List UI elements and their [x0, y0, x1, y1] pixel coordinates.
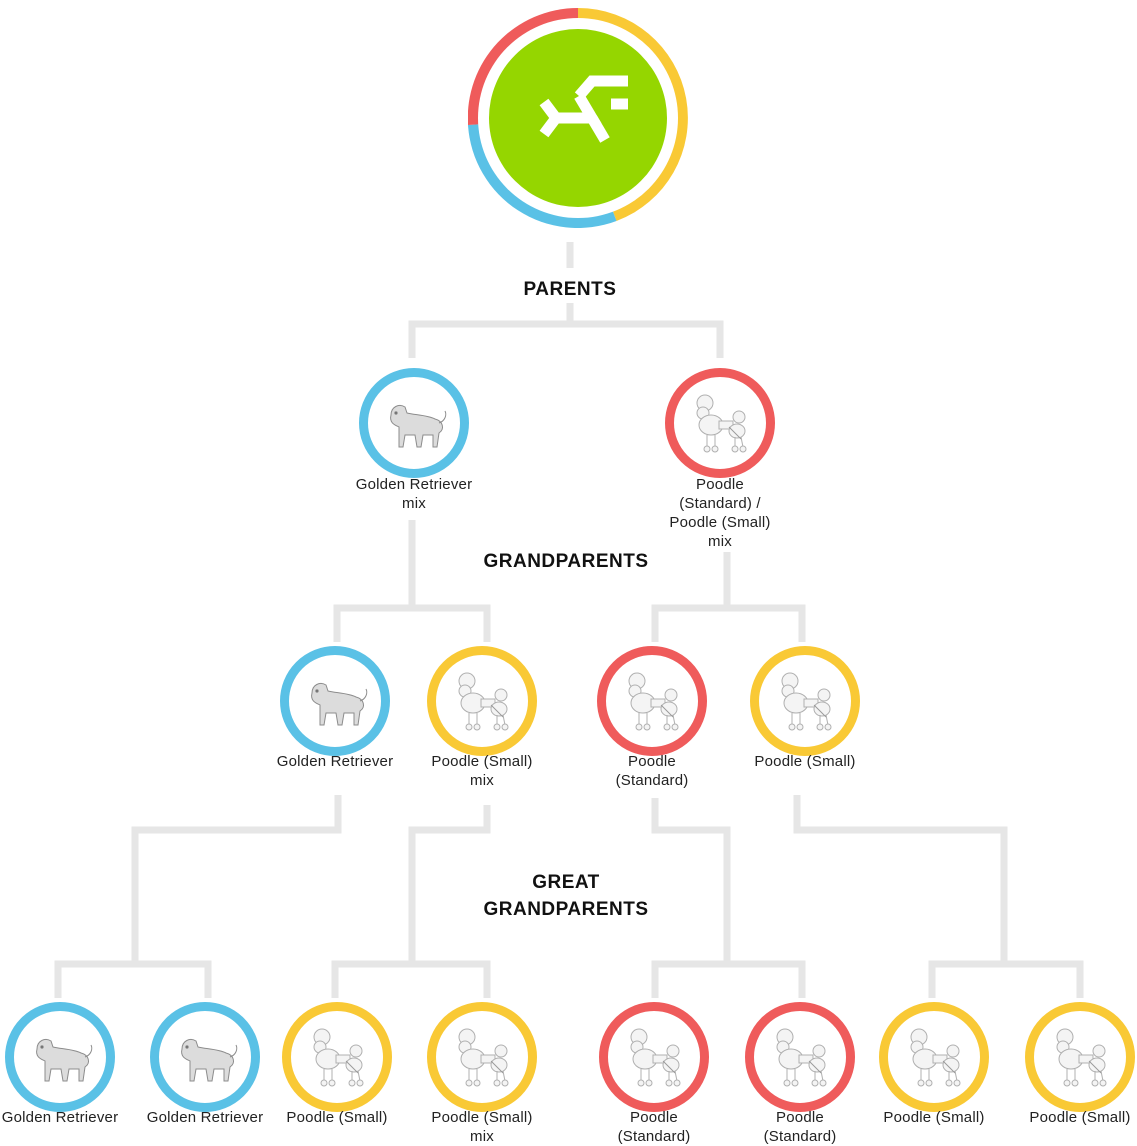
- dog-profile-avatar: [468, 8, 688, 228]
- breed-label: Poodle (Small): [859, 1108, 1009, 1127]
- breed-avatar-ring: [150, 1002, 260, 1112]
- breed-label: Poodle (Standard): [725, 1108, 875, 1146]
- breed-label-line: (Standard): [617, 1128, 691, 1145]
- breed-label: Golden Retriever mix: [339, 475, 489, 513]
- breed-label: Poodle (Standard): [577, 752, 727, 790]
- grandparents-node[interactable]: [280, 646, 390, 756]
- breed-avatar-ring: [5, 1002, 115, 1112]
- breed-label-line: Poodle (Small): [431, 753, 533, 770]
- breed-label-line: Golden Retriever: [1, 1109, 119, 1126]
- great-grandparents-node[interactable]: [745, 1002, 855, 1112]
- great-grandparents-node[interactable]: [150, 1002, 260, 1112]
- breed-avatar-ring: [282, 1002, 392, 1112]
- breed-label: Golden Retriever: [130, 1108, 280, 1127]
- breed-label-line: Poodle: [630, 1109, 678, 1126]
- breed-avatar-ring: [750, 646, 860, 756]
- section-title-great-grandparents: GREAT GRANDPARENTS: [466, 869, 666, 923]
- section-title-grandparents: GRANDPARENTS: [483, 551, 649, 572]
- breed-label-line: Poodle (Small): [431, 1109, 533, 1126]
- golden-retriever-icon: [170, 1027, 240, 1087]
- poodle-icon: [1045, 1025, 1115, 1089]
- breed-avatar-ring: [665, 368, 775, 478]
- poodle-icon: [899, 1025, 969, 1089]
- breed-label-line: Golden Retriever: [355, 476, 473, 493]
- breed-label: Golden Retriever: [0, 1108, 135, 1127]
- golden-retriever-icon: [25, 1027, 95, 1087]
- parents-node[interactable]: [665, 368, 775, 478]
- grandparents-node[interactable]: [750, 646, 860, 756]
- breed-label-line: mix: [708, 533, 732, 550]
- section-title-parents: PARENTS: [523, 279, 617, 300]
- great-grandparents-node[interactable]: [599, 1002, 709, 1112]
- breed-avatar-ring: [427, 646, 537, 756]
- breed-label-line: Poodle: [696, 476, 744, 493]
- breed-label-line: Poodle (Small): [883, 1109, 985, 1126]
- grandparents-node[interactable]: [597, 646, 707, 756]
- breed-avatar-ring: [599, 1002, 709, 1112]
- section-title-great-line1: GREAT: [532, 872, 600, 893]
- parents-node[interactable]: [359, 368, 469, 478]
- breed-mix-icon: [539, 75, 628, 143]
- grandparents-node[interactable]: [427, 646, 537, 756]
- breed-avatar-ring: [879, 1002, 989, 1112]
- breed-label: Poodle (Small): [262, 1108, 412, 1127]
- breed-label-line: Poodle: [628, 753, 676, 770]
- breed-label: Poodle (Standard): [579, 1108, 729, 1146]
- poodle-icon: [617, 669, 687, 733]
- poodle-icon: [447, 1025, 517, 1089]
- great-grandparents-node[interactable]: [1025, 1002, 1135, 1112]
- breed-label: Poodle (Small): [1005, 1108, 1137, 1127]
- section-title-great-line2: GRANDPARENTS: [483, 899, 649, 920]
- breed-avatar-ring: [745, 1002, 855, 1112]
- breed-avatar-ring: [427, 1002, 537, 1112]
- great-grandparents-node[interactable]: [5, 1002, 115, 1112]
- breed-label-line: mix: [470, 772, 494, 789]
- breed-avatar-ring: [597, 646, 707, 756]
- breed-label-line: (Standard): [763, 1128, 837, 1145]
- breed-label-line: Golden Retriever: [146, 1109, 264, 1126]
- breed-avatar-ring: [1025, 1002, 1135, 1112]
- breed-label-line: Golden Retriever: [276, 753, 394, 770]
- breed-label-line: Poodle: [776, 1109, 824, 1126]
- breed-label-line: mix: [402, 495, 426, 512]
- breed-label-line: Poodle (Small): [286, 1109, 388, 1126]
- breed-label: Poodle (Small): [730, 752, 880, 771]
- great-grandparents-node[interactable]: [282, 1002, 392, 1112]
- breed-label-line: (Standard): [615, 772, 689, 789]
- breed-label-line: mix: [470, 1128, 494, 1145]
- poodle-icon: [619, 1025, 689, 1089]
- great-grandparents-node[interactable]: [879, 1002, 989, 1112]
- poodle-icon: [447, 669, 517, 733]
- breed-label-line: (Standard) /: [679, 495, 761, 512]
- breed-avatar-ring: [280, 646, 390, 756]
- breed-label: Golden Retriever: [260, 752, 410, 771]
- breed-label-line: Poodle (Small): [669, 514, 771, 531]
- breed-label-line: Poodle (Small): [1029, 1109, 1131, 1126]
- poodle-icon: [765, 1025, 835, 1089]
- great-grandparents-node[interactable]: [427, 1002, 537, 1112]
- poodle-icon: [770, 669, 840, 733]
- breed-label: Poodle (Small) mix: [407, 752, 557, 790]
- breed-label: Poodle (Standard) / Poodle (Small) mix: [645, 475, 795, 551]
- golden-retriever-icon: [379, 393, 449, 453]
- breed-avatar-ring: [359, 368, 469, 478]
- poodle-icon: [685, 391, 755, 455]
- breed-label-line: Poodle (Small): [754, 753, 856, 770]
- breed-label: Poodle (Small) mix: [407, 1108, 557, 1146]
- golden-retriever-icon: [300, 671, 370, 731]
- poodle-icon: [302, 1025, 372, 1089]
